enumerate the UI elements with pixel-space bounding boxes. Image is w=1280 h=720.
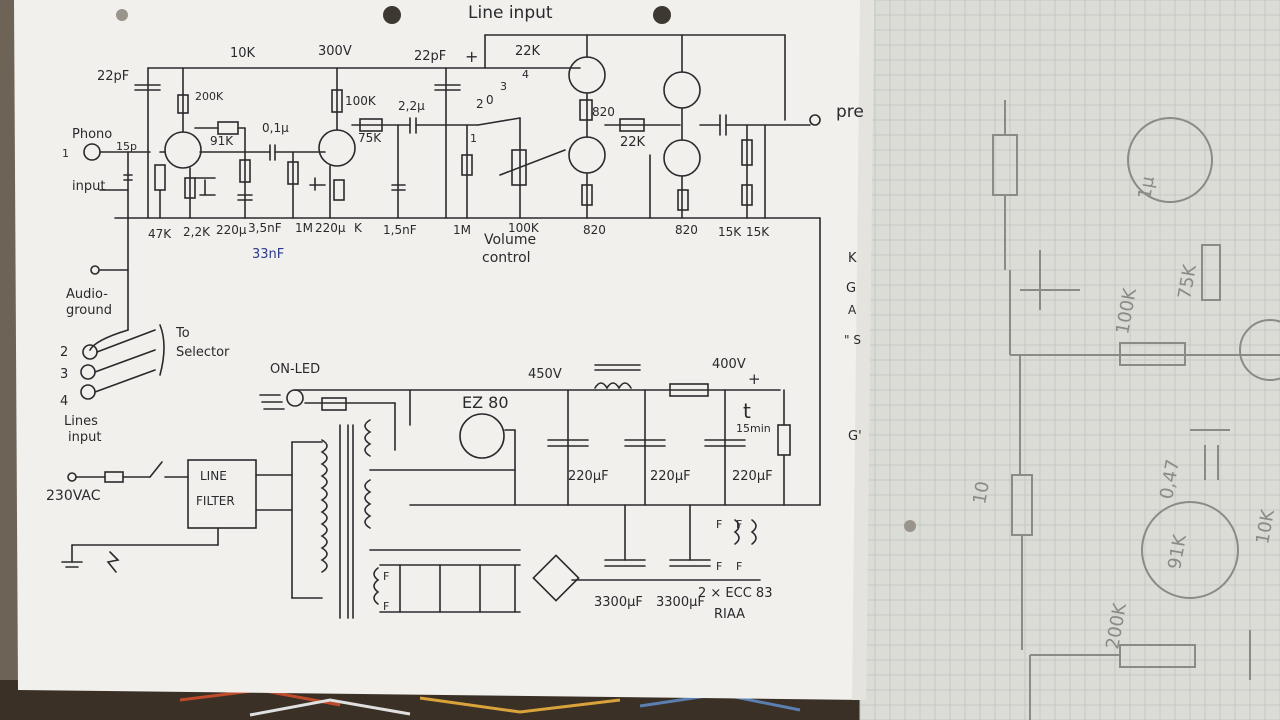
label-plus-top: + <box>465 47 478 66</box>
schematic-labels: Line input 22K 10K 300V 22pF 22pF + 200K… <box>46 3 864 622</box>
label-line-4: 4 <box>60 394 68 409</box>
label-r10k: 10K <box>230 46 256 61</box>
label-300v: 300V <box>318 44 352 59</box>
label-filter: FILTER <box>196 494 235 508</box>
label-220uf-1: 220µF <box>568 469 609 484</box>
label-r100k: 100K <box>345 94 377 108</box>
label-c15p: 15p <box>116 140 137 153</box>
label-230vac: 230VAC <box>46 488 101 504</box>
label-fuse-4: F <box>736 560 742 573</box>
label-sel-3: 3 <box>500 80 507 93</box>
label-audio-ground-2: ground <box>66 303 112 318</box>
side-labels: 10 200K 100K 75K 91K 1µ 0,47 10K K G A "… <box>844 174 1279 651</box>
label-bottom-2: 220µ <box>216 223 247 237</box>
label-pin-1: 1 <box>62 147 69 160</box>
label-pre: pre <box>836 102 864 122</box>
label-fuse-3: F <box>716 560 722 573</box>
label-c22pf-a: 22pF <box>97 69 129 84</box>
label-fuse-1: F <box>716 518 722 531</box>
label-bottom-5: 220µ <box>315 221 346 235</box>
label-bottom-1: 2,2K <box>183 225 211 239</box>
label-r22k-top: 22K <box>515 44 541 59</box>
label-bottom-9: 100K <box>508 221 540 235</box>
label-r22k-mid: 22K <box>620 135 646 150</box>
label-3300uf-1: 3300µF <box>594 595 643 610</box>
label-c22u: 2,2µ <box>398 99 425 113</box>
label-fuse-2: F <box>736 518 742 531</box>
label-to: To <box>175 326 190 341</box>
label-c01: 0,1µ <box>262 121 289 135</box>
label-control: control <box>482 250 531 266</box>
label-400v: 400V <box>712 357 746 372</box>
label-sel-4: 4 <box>522 68 529 81</box>
label-220uf-3: 220µF <box>732 469 773 484</box>
label-line-2: 2 <box>60 345 68 360</box>
side-edge-g: G <box>846 281 856 296</box>
label-bottom-4: 1M <box>295 221 313 235</box>
label-ez80: EZ 80 <box>462 393 509 412</box>
label-c22pf-b: 22pF <box>414 49 446 64</box>
label-r91k: 91K <box>210 134 234 148</box>
side-edge-a: A <box>848 303 857 317</box>
label-15min: 15min <box>736 422 771 435</box>
label-bottom-8: 1M <box>453 223 471 237</box>
graph-paper-sheet <box>859 0 1280 720</box>
label-r200k: 200K <box>195 90 224 103</box>
label-sel-0: 0 <box>486 93 494 107</box>
label-bottom-11: 820 <box>675 223 698 237</box>
schematic-sheet <box>14 0 916 700</box>
label-bottom-12: 15K <box>718 225 742 239</box>
label-r75k: 75K <box>358 131 382 145</box>
label-bottom-7: 1,5nF <box>383 223 417 237</box>
label-c33nf: 33nF <box>252 247 284 262</box>
label-sel-1: 1 <box>470 132 477 145</box>
label-220uf-2: 220µF <box>650 469 691 484</box>
label-sel-2: 2 <box>476 97 484 111</box>
label-lines: Lines <box>64 414 98 429</box>
label-line-input: Line input <box>468 3 553 23</box>
label-bottom-6: K <box>354 221 363 235</box>
label-bottom-10: 820 <box>583 223 606 237</box>
label-3300uf-2: 3300µF <box>656 595 705 610</box>
label-audio-ground-1: Audio- <box>66 287 108 302</box>
side-label-1u: 1µ <box>1134 174 1159 201</box>
label-line: LINE <box>200 469 227 483</box>
label-450v: 450V <box>528 367 562 382</box>
side-edge-k: K <box>848 251 857 266</box>
label-r820-top: 820 <box>592 105 615 119</box>
label-t: t <box>743 399 751 423</box>
label-volume: Volume <box>484 232 536 248</box>
label-bottom-13: 15K <box>746 225 770 239</box>
side-label-10: 10 <box>969 480 994 506</box>
label-fuse-5: F <box>383 570 389 583</box>
label-lines-input: input <box>68 430 101 445</box>
label-line-3: 3 <box>60 367 68 382</box>
label-selector: Selector <box>176 345 230 360</box>
label-on-led: ON-LED <box>270 362 320 377</box>
label-plus-psu: + <box>748 370 761 388</box>
label-ecc83: 2 × ECC 83 <box>698 586 772 601</box>
side-sketch <box>992 100 1280 720</box>
schematic-wires <box>61 34 821 619</box>
side-edge-g2: G' <box>848 429 862 444</box>
label-phono: Phono <box>72 127 112 142</box>
label-bottom-3: 3,5nF <box>248 221 282 235</box>
label-fuse-6: F <box>383 600 389 613</box>
side-edge-s: " S <box>844 333 861 347</box>
label-phono-input: input <box>72 179 105 194</box>
label-bottom-0: 47K <box>148 227 172 241</box>
label-riaa: RIAA <box>714 607 745 622</box>
